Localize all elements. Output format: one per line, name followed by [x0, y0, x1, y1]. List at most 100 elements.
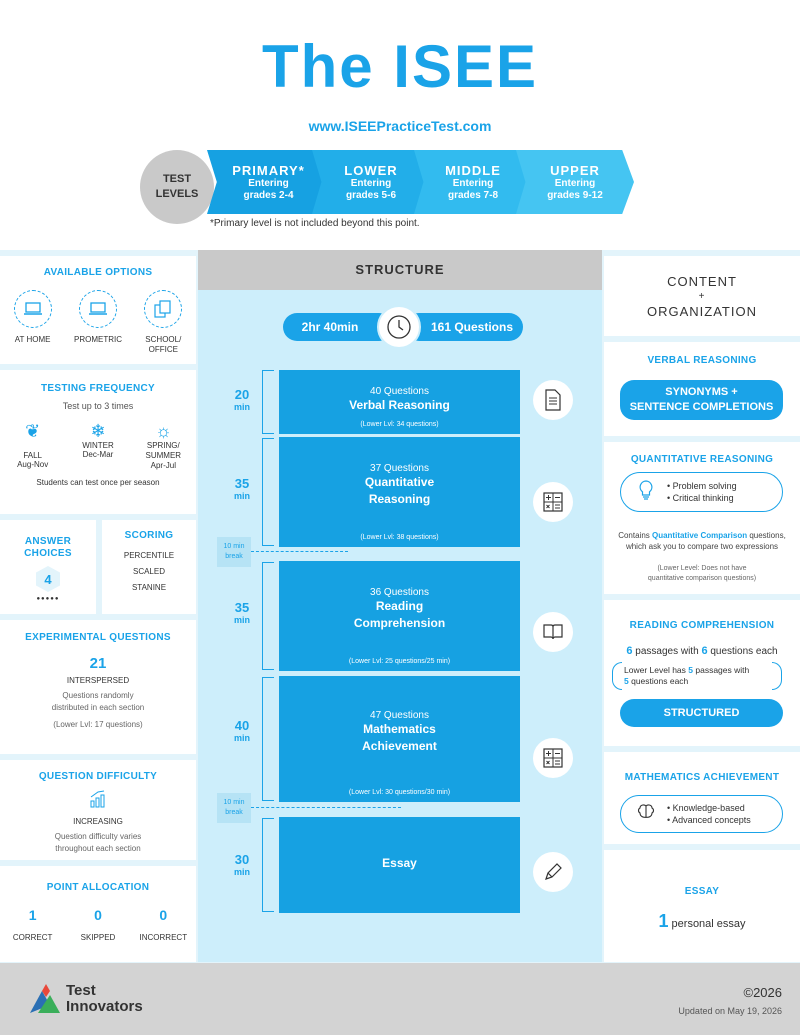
break-label: 10 min break [217, 537, 251, 567]
panel-title: TESTING FREQUENCY [41, 383, 155, 394]
section-mathematics-achievement: 47 Questions Mathematics Achievement (Lo… [279, 676, 520, 802]
minutes-value: 40 [234, 718, 250, 733]
level-name: PRIMARY* [232, 162, 305, 178]
brand-line: Innovators [66, 998, 143, 1015]
option-label: SCHOOL/ OFFICE [145, 335, 182, 354]
level-lower: LOWER Entering grades 5-6 [312, 150, 430, 214]
total-questions-pill: 161 Questions [405, 313, 523, 341]
section-name: Verbal Reasoning [349, 398, 450, 412]
point-value: 0 [94, 907, 102, 923]
document-icon [533, 380, 573, 420]
brain-icon [637, 803, 655, 825]
calculator-icon [533, 482, 573, 522]
point-label: SKIPPED [80, 933, 116, 942]
section-lower: (Lower Lvl: 30 questions/30 min) [348, 789, 451, 796]
badge-text: SYNONYMS + [665, 386, 738, 398]
difficulty-label: INCREASING [73, 817, 123, 826]
badge-text: SENTENCE COMPLETIONS [629, 401, 774, 413]
level-grades: Entering [350, 177, 392, 189]
reading-text: questions each [707, 646, 778, 657]
quant-desc-highlight: Quantitative Comparison [651, 531, 748, 540]
panel-title: MATHEMATICS ACHIEVEMENT [624, 772, 780, 783]
experimental-desc: Questions randomly [62, 691, 134, 700]
minutes-value: 30 [234, 852, 250, 867]
experimental-lower: (Lower Lvl: 17 questions) [53, 720, 143, 729]
copyright: ©2026 [743, 985, 783, 1000]
section-reading-comprehension: 36 Questions Reading Comprehension (Lowe… [279, 561, 520, 671]
level-name: LOWER [344, 162, 398, 178]
brand-line: Test [66, 982, 96, 999]
break-text: break [225, 809, 243, 816]
quant-lower-text: (Lower Level: Does not have [657, 565, 747, 572]
level-grades: grades 9-12 [547, 189, 603, 201]
calculator-icon [533, 738, 573, 778]
section-lower: (Lower Lvl: 34 questions) [360, 421, 439, 428]
reading-text: passages with [632, 646, 702, 657]
quant-desc-text: which ask you to compare two expressions [625, 542, 779, 551]
section-lower: (Lower Lvl: 38 questions) [360, 534, 439, 541]
season-months: Dec-Mar [82, 450, 114, 459]
section-bracket [262, 677, 274, 801]
panel-title-line: ANSWER [24, 536, 72, 547]
quant-lower-note: (Lower Level: Does not have quantitative… [604, 564, 800, 584]
level-grades: grades 5-6 [345, 189, 397, 201]
content-title: ORGANIZATION [647, 304, 757, 319]
section-bracket [262, 562, 274, 670]
section-name: Achievement [362, 739, 437, 753]
experimental-label: INTERSPERSED [66, 676, 130, 685]
difficulty-desc: Question difficulty varies [54, 832, 142, 841]
section-questions: 47 Questions [370, 710, 429, 721]
testing-frequency-panel: TESTING FREQUENCY Test up to 3 times ❦ F… [0, 370, 196, 514]
panel-title: QUESTION DIFFICULTY [38, 771, 158, 782]
section-minutes: 35 min [222, 600, 262, 625]
quant-lower-text: quantitative comparison questions) [647, 575, 757, 582]
difficulty-desc: throughout each section [55, 844, 141, 853]
question-difficulty-panel: QUESTION DIFFICULTY INCREASING Question … [0, 760, 196, 860]
section-minutes: 30 min [222, 852, 262, 877]
quant-desc-text: Contains [618, 531, 652, 540]
scoring-item: SCALED [132, 567, 165, 576]
brand-name: Test Innovators [66, 983, 143, 1015]
answer-choices-panel: ANSWER CHOICES 4 ●●●●● [0, 520, 96, 614]
website-link[interactable]: www.ISEEPracticeTest.com [308, 118, 492, 134]
panel-title: VERBAL REASONING [647, 355, 757, 366]
math-bullet: • Advanced concepts [667, 815, 751, 825]
section-name: Reading [375, 599, 424, 613]
section-bracket [262, 438, 274, 546]
math-bullet: • Knowledge-based [667, 803, 745, 813]
panel-title: ESSAY [684, 886, 720, 897]
minutes-unit: min [233, 615, 250, 625]
test-levels-badge: TEST LEVELS [140, 150, 214, 224]
quant-desc-text: questions, [747, 531, 786, 540]
panel-title: READING COMPREHENSION [629, 620, 775, 631]
section-bracket [262, 370, 274, 434]
primary-note: *Primary level is not included beyond th… [210, 218, 420, 229]
level-grades: Entering [554, 177, 596, 189]
level-grades: grades 7-8 [447, 189, 499, 201]
essay-summary: 1 personal essay [604, 911, 800, 932]
level-grades: Entering [452, 177, 494, 189]
scoring-panel: SCORING PERCENTILE SCALED STANINE [102, 520, 196, 614]
minutes-value: 35 [234, 476, 250, 491]
panel-title: QUANTITATIVE REASONING [630, 454, 774, 465]
section-questions: 37 Questions [370, 463, 429, 474]
break-text: 10 min [223, 543, 245, 550]
header: The ISEE www.ISEEPracticeTest.com TEST L… [0, 0, 800, 250]
level-grades: grades 2-4 [243, 189, 294, 201]
section-name: Comprehension [353, 616, 446, 630]
season-months: Apr-Jul [150, 461, 176, 470]
section-verbal-reasoning: 40 Questions Verbal Reasoning (Lower Lvl… [279, 370, 520, 434]
essay-number: 1 [658, 911, 669, 931]
level-middle: MIDDLE Entering grades 7-8 [414, 150, 532, 214]
season-name: WINTER [82, 441, 114, 450]
scoring-item: PERCENTILE [123, 551, 175, 560]
section-quantitative-reasoning: 37 Questions Quantitative Reasoning (Low… [279, 437, 520, 547]
page-title: The ISEE [261, 33, 539, 100]
break-text: break [225, 553, 243, 560]
panel-title: SCORING [124, 530, 174, 541]
section-lower: (Lower Lvl: 25 questions/25 min) [348, 658, 451, 665]
season-months: Aug-Nov [17, 460, 49, 469]
reading-lower-number: 5 [688, 665, 693, 675]
documents-icon [144, 290, 183, 328]
quantitative-reasoning-panel: QUANTITATIVE REASONING [604, 442, 800, 594]
